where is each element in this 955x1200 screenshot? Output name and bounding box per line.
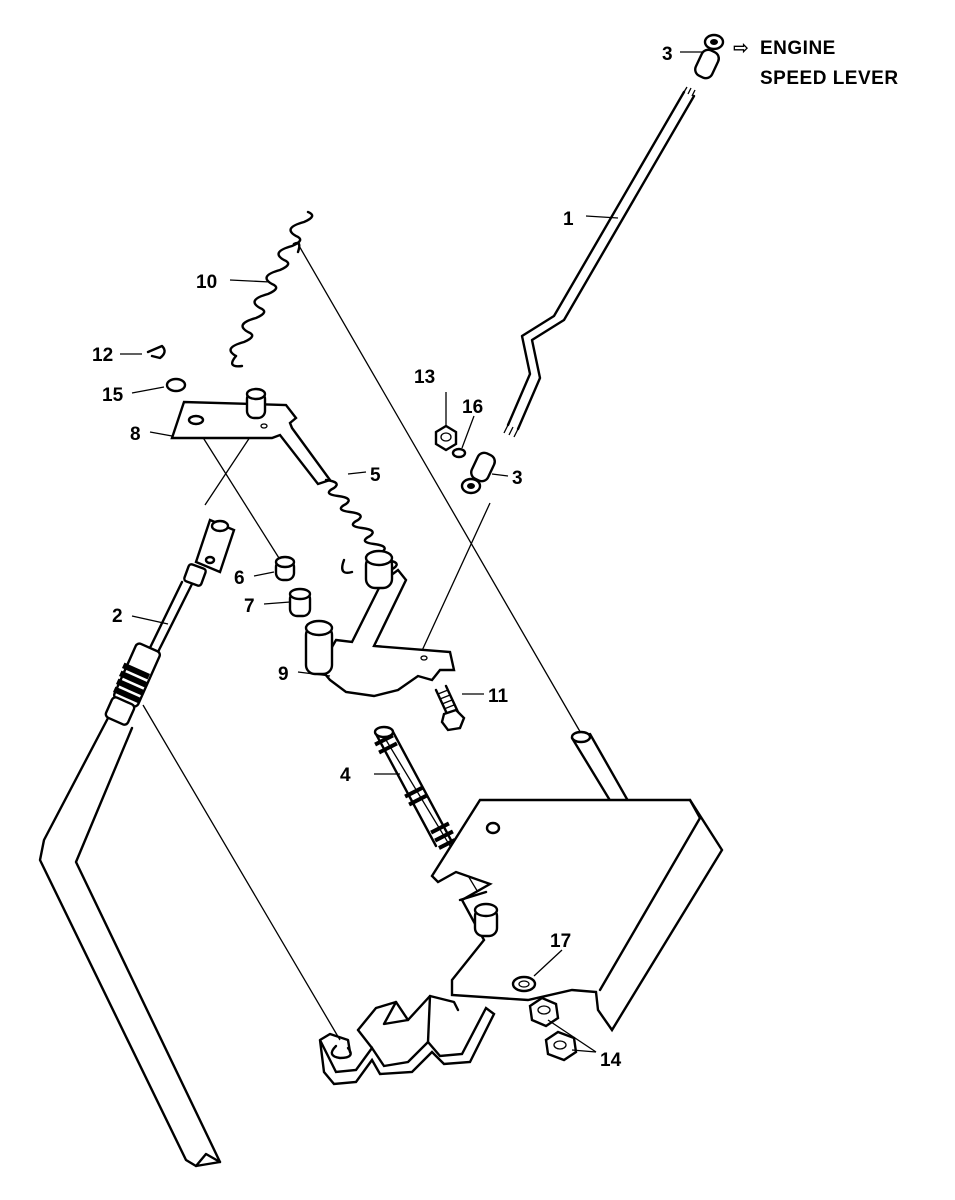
nut-13	[434, 424, 458, 452]
engine-speed-lever-note: ⇨ ENGINE SPEED LEVER	[733, 38, 899, 89]
callout-12: 12	[92, 345, 113, 366]
zigzag-bracket	[318, 994, 496, 1086]
clevis	[183, 518, 236, 587]
washer-17	[511, 975, 537, 993]
bushing-7	[288, 587, 312, 618]
callout-11: 11	[488, 686, 509, 707]
callout-4: 4	[340, 765, 351, 786]
guide-line	[196, 427, 285, 567]
callout-14: 14	[600, 1050, 622, 1071]
callout-2: 2	[112, 606, 123, 627]
callout-15: 15	[102, 385, 124, 406]
callout-1: 1	[563, 209, 574, 230]
note-line-1: ENGINE	[760, 38, 836, 59]
callout-10: 10	[196, 272, 217, 293]
ferrule-engine	[694, 33, 725, 80]
stud-4	[373, 725, 456, 850]
speed-control-rod	[503, 86, 696, 438]
guide-line	[419, 502, 491, 656]
mounting-plate	[430, 798, 724, 1033]
ferrule-rod	[460, 451, 496, 495]
leader-lines	[120, 51, 702, 1053]
lever-bracket-9	[304, 549, 456, 698]
callouts: 3 1 10 12 15 8 13 16 3 5 6 7 2 9 11 4 17…	[92, 44, 673, 1071]
callout-8: 8	[130, 424, 141, 445]
callout-3-rod: 3	[512, 468, 523, 489]
bolt-11	[434, 684, 466, 732]
callout-3-engine: 3	[662, 44, 673, 65]
bushing-6	[274, 555, 296, 582]
nut-14-lower	[544, 1030, 578, 1062]
callout-7: 7	[244, 596, 255, 617]
callout-6: 6	[234, 568, 245, 589]
spring-10	[229, 210, 314, 368]
washer-17-hole	[518, 980, 530, 988]
guide-line	[142, 704, 341, 1041]
bracket-8	[170, 387, 332, 486]
note-arrow: ⇨	[733, 38, 749, 59]
callout-17: 17	[550, 931, 571, 952]
guide-line	[297, 243, 583, 736]
callout-9: 9	[278, 664, 289, 685]
washer-15	[165, 377, 187, 393]
callout-13: 13	[414, 367, 435, 388]
callout-5: 5	[370, 465, 381, 486]
note-line-2: SPEED LEVER	[760, 68, 899, 89]
cable-assembly	[38, 580, 222, 1168]
clip-12	[146, 344, 166, 360]
washer-16	[451, 447, 467, 459]
nut-14-upper	[528, 996, 560, 1028]
callout-16: 16	[462, 397, 483, 418]
